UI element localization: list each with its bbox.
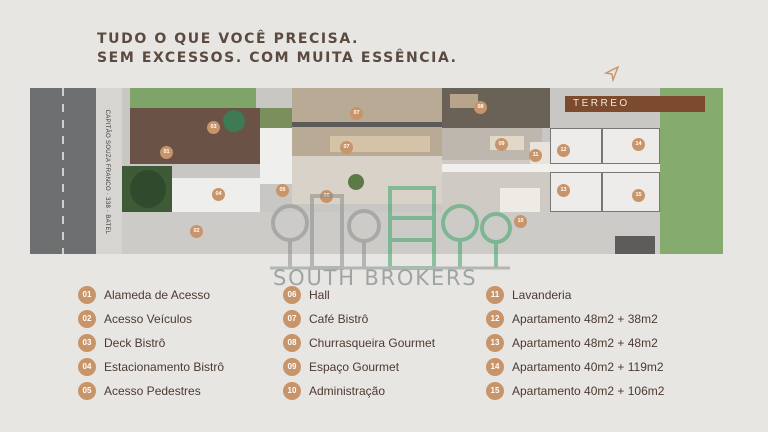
legend-number: 06 (283, 286, 301, 304)
legend-label: Hall (309, 288, 330, 302)
pedestrian-path (260, 128, 292, 184)
legend-number: 04 (78, 358, 96, 376)
legend-number: 09 (283, 358, 301, 376)
garden-top (130, 88, 256, 108)
legend-number: 05 (78, 382, 96, 400)
headline-line-2: SEM EXCESSOS. COM MUITA ESSÊNCIA. (97, 50, 458, 66)
legend-item: 14 Apartamento 40m2 + 119m2 (486, 355, 664, 379)
legend-number: 11 (486, 286, 504, 304)
sidewalk (96, 88, 122, 254)
legend-number: 07 (283, 310, 301, 328)
legend-label: Estacionamento Bistrô (104, 360, 225, 374)
south-brokers-logo (270, 186, 512, 270)
legend-label: Deck Bistrô (104, 336, 166, 350)
legend-number: 13 (486, 334, 504, 352)
legend-number: 15 (486, 382, 504, 400)
plan-marker-15: 15 (632, 189, 645, 202)
corridor (442, 164, 660, 172)
floor-label: TERREO (565, 96, 705, 112)
plan-marker-11: 11 (529, 149, 542, 162)
plan-marker-14: 14 (632, 138, 645, 151)
apartment-14 (602, 128, 660, 164)
legend-label: Café Bistrô (309, 312, 369, 326)
legend-label: Administração (309, 384, 386, 398)
legend-label: Espaço Gourmet (309, 360, 400, 374)
plan-marker-01: 01 (160, 146, 173, 159)
legend-number: 02 (78, 310, 96, 328)
plan-marker-03: 03 (207, 121, 220, 134)
legend-item: 12 Apartamento 48m2 + 38m2 (486, 307, 664, 331)
garage-ramp (615, 236, 655, 254)
plan-marker-12: 12 (557, 144, 570, 157)
plan-marker-10: 10 (514, 215, 527, 228)
legend-item: 11 Lavanderia (486, 283, 664, 307)
legend-item: 05 Acesso Pedestres (78, 379, 224, 403)
watermark-text: SOUTH BROKERS (273, 266, 478, 290)
legend-item: 01 Alameda de Acesso (78, 283, 224, 307)
legend-number: 12 (486, 310, 504, 328)
deck-tree (223, 110, 245, 132)
legend-label: Apartamento 40m2 + 119m2 (512, 360, 664, 374)
floor-plan: CAPITÃO SOUZA FRANCO · 338 · BATEL TERRE… (30, 88, 723, 254)
street (30, 88, 96, 254)
legend-column-2: 06 Hall 07 Café Bistrô 08 Churrasqueira Gou… (283, 283, 435, 403)
plan-marker-09: 09 (495, 138, 508, 151)
legend-item: 09 Espaço Gourmet (283, 355, 435, 379)
legend-label: Acesso Veículos (104, 312, 193, 326)
legend-column-1: 01 Alameda de Acesso 02 Acesso Veículos 03… (78, 283, 224, 403)
plan-marker-13: 13 (557, 184, 570, 197)
headline: TUDO O QUE VOCÊ PRECISA. SEM EXCESSOS. C… (97, 30, 458, 68)
hall-tree (348, 174, 364, 190)
legend-item: 10 Administração (283, 379, 435, 403)
legend-item: 04 Estacionamento Bistrô (78, 355, 224, 379)
legend-column-3: 11 Lavanderia 12 Apartamento 48m2 + 38m2 1… (486, 283, 664, 403)
legend-item: 07 Café Bistrô (283, 307, 435, 331)
legend-item: 06 Hall (283, 283, 435, 307)
admin-room (500, 188, 540, 214)
legend-number: 08 (283, 334, 301, 352)
plan-marker-08: 08 (474, 101, 487, 114)
street-label: CAPITÃO SOUZA FRANCO · 338 · BATEL (104, 109, 110, 235)
legend-label: Lavanderia (512, 288, 572, 302)
legend-label: Alameda de Acesso (104, 288, 211, 302)
plan-marker-07a: 07 (350, 107, 363, 120)
legend-item: 02 Acesso Veículos (78, 307, 224, 331)
plan-marker-07b: 07 (340, 141, 353, 154)
plan-marker-05: 05 (276, 184, 289, 197)
cafe-counter (330, 136, 430, 152)
legend-item: 08 Churrasqueira Gourmet (283, 331, 435, 355)
garden-right (660, 88, 723, 254)
legend-number: 03 (78, 334, 96, 352)
legend-label: Churrasqueira Gourmet (309, 336, 436, 350)
legend-label: Apartamento 40m2 + 106m2 (512, 384, 665, 398)
churrasqueira-table (450, 94, 478, 108)
legend-number: 14 (486, 358, 504, 376)
compass-arrow-icon (604, 66, 620, 82)
plan-marker-04: 04 (212, 188, 225, 201)
tree-canopy (130, 170, 166, 208)
legend-item: 13 Apartamento 48m2 + 48m2 (486, 331, 664, 355)
legend-label: Apartamento 48m2 + 48m2 (512, 336, 658, 350)
plan-marker-02: 02 (190, 225, 203, 238)
legend-label: Apartamento 48m2 + 38m2 (512, 312, 658, 326)
apartment-15 (602, 172, 660, 212)
legend-label: Acesso Pedestres (104, 384, 201, 398)
legend-item: 03 Deck Bistrô (78, 331, 224, 355)
cafe-wall (292, 122, 442, 127)
legend-number: 01 (78, 286, 96, 304)
headline-line-1: TUDO O QUE VOCÊ PRECISA. (97, 31, 359, 47)
legend-item: 15 Apartamento 40m2 + 106m2 (486, 379, 664, 403)
legend-number: 10 (283, 382, 301, 400)
